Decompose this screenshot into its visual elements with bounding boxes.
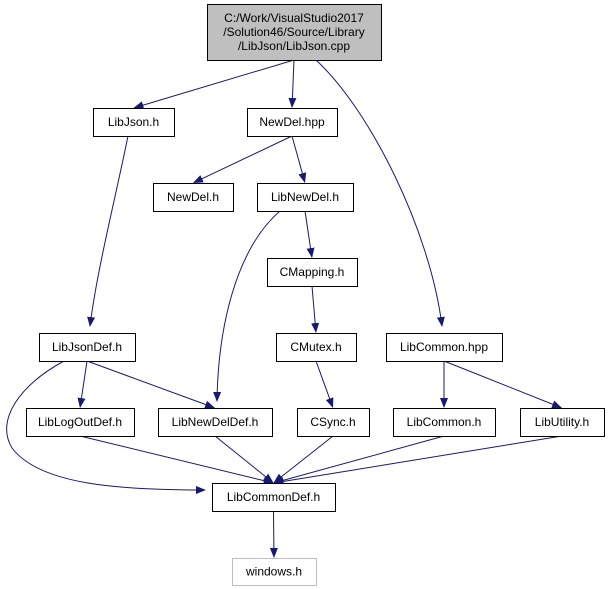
node-libcommon-hpp[interactable]: LibCommon.hpp xyxy=(386,333,503,362)
node-box xyxy=(393,408,496,437)
node-box xyxy=(386,333,503,362)
node-newdel-h[interactable]: NewDel.h xyxy=(153,183,234,212)
node-box xyxy=(297,408,370,437)
node-cmapping-h[interactable]: CMapping.h xyxy=(267,258,358,287)
edge-libjsondef_h-to-liblogoutdef_h xyxy=(77,360,88,409)
node-label: /Solution46/Source/Library xyxy=(223,25,364,39)
node-label: /LibJson/LibJson.cpp xyxy=(238,39,350,53)
node-label: LibUtility.h xyxy=(535,415,589,429)
edge-libnewdel_h-to-libnewdeldef_h xyxy=(213,210,281,402)
edge-libutility_h-to-libcommondef_h xyxy=(273,435,563,486)
node-box xyxy=(247,108,338,137)
edges xyxy=(6,59,563,558)
node-box xyxy=(39,333,136,362)
edge-libnewdel_h-to-cmapping_h xyxy=(304,210,315,259)
node-box xyxy=(207,4,382,61)
node-box xyxy=(26,408,135,437)
node-libcommondef-h[interactable]: LibCommonDef.h xyxy=(212,483,336,512)
node-label: CMutex.h xyxy=(290,340,341,354)
node-label: LibNewDelDef.h xyxy=(172,415,259,429)
node-box xyxy=(212,483,336,512)
node-libjson-h[interactable]: LibJson.h xyxy=(93,108,175,137)
node-label: NewDel.h xyxy=(167,190,219,204)
node-box xyxy=(153,183,234,212)
edge-root-to-libcommon_hpp xyxy=(315,59,445,327)
nodes: C:/Work/VisualStudio2017/Solution46/Sour… xyxy=(26,4,605,586)
node-box xyxy=(158,408,273,437)
edge-root-to-newdel_hpp xyxy=(288,59,297,109)
edge-root-to-libjson_h xyxy=(133,59,295,109)
edge-libcommon_h-to-libcommondef_h xyxy=(273,435,445,485)
node-label: CMapping.h xyxy=(280,265,345,279)
node-label: LibJsonDef.h xyxy=(52,340,122,354)
node-box xyxy=(232,558,317,586)
node-box xyxy=(257,183,354,212)
node-box xyxy=(520,408,605,437)
node-csync-h[interactable]: CSync.h xyxy=(297,408,370,437)
node-libutility-h[interactable]: LibUtility.h xyxy=(520,408,605,437)
node-box xyxy=(267,258,358,287)
node-root[interactable]: C:/Work/VisualStudio2017/Solution46/Sour… xyxy=(207,4,382,61)
edge-libnewdeldef_h-to-libcommondef_h xyxy=(214,435,274,484)
node-label: C:/Work/VisualStudio2017 xyxy=(224,11,364,25)
edge-cmutex_h-to-csync_h xyxy=(315,360,334,409)
edge-cmapping_h-to-cmutex_h xyxy=(311,285,320,334)
node-windows-h[interactable]: windows.h xyxy=(232,558,317,586)
edge-libcommon_hpp-to-libutility_h xyxy=(443,360,563,409)
node-libcommon-h[interactable]: LibCommon.h xyxy=(393,408,496,437)
node-liblogoutdef-h[interactable]: LibLogOutDef.h xyxy=(26,408,135,437)
node-newdel-hpp[interactable]: NewDel.hpp xyxy=(247,108,338,137)
node-label: LibLogOutDef.h xyxy=(38,415,122,429)
edge-libjsondef_h-to-libcommondef_h xyxy=(6,360,206,494)
edge-libjson_h-to-libjsondef_h xyxy=(87,135,129,327)
node-label: LibCommonDef.h xyxy=(227,490,320,504)
edge-libjsondef_h-to-libnewdeldef_h xyxy=(86,360,215,409)
node-libnewdel-h[interactable]: LibNewDel.h xyxy=(257,183,354,212)
node-box xyxy=(276,333,357,362)
node-label: CSync.h xyxy=(310,415,355,429)
node-libjsondef-h[interactable]: LibJsonDef.h xyxy=(39,333,136,362)
node-box xyxy=(93,108,175,137)
edge-newdel_hpp-to-libnewdel_h xyxy=(291,135,307,183)
edge-newdel_hpp-to-newdel_h xyxy=(192,135,293,184)
edge-csync_h-to-libcommondef_h xyxy=(273,435,334,483)
node-label: LibCommon.hpp xyxy=(400,340,488,354)
node-label: LibNewDel.h xyxy=(271,190,339,204)
node-label: LibJson.h xyxy=(108,115,159,129)
node-label: NewDel.hpp xyxy=(259,115,325,129)
node-label: windows.h xyxy=(245,565,302,579)
node-cmutex-h[interactable]: CMutex.h xyxy=(276,333,357,362)
node-libnewdeldef-h[interactable]: LibNewDelDef.h xyxy=(158,408,273,437)
node-label: LibCommon.h xyxy=(407,415,482,429)
edge-liblogoutdef_h-to-libcommondef_h xyxy=(79,435,274,485)
